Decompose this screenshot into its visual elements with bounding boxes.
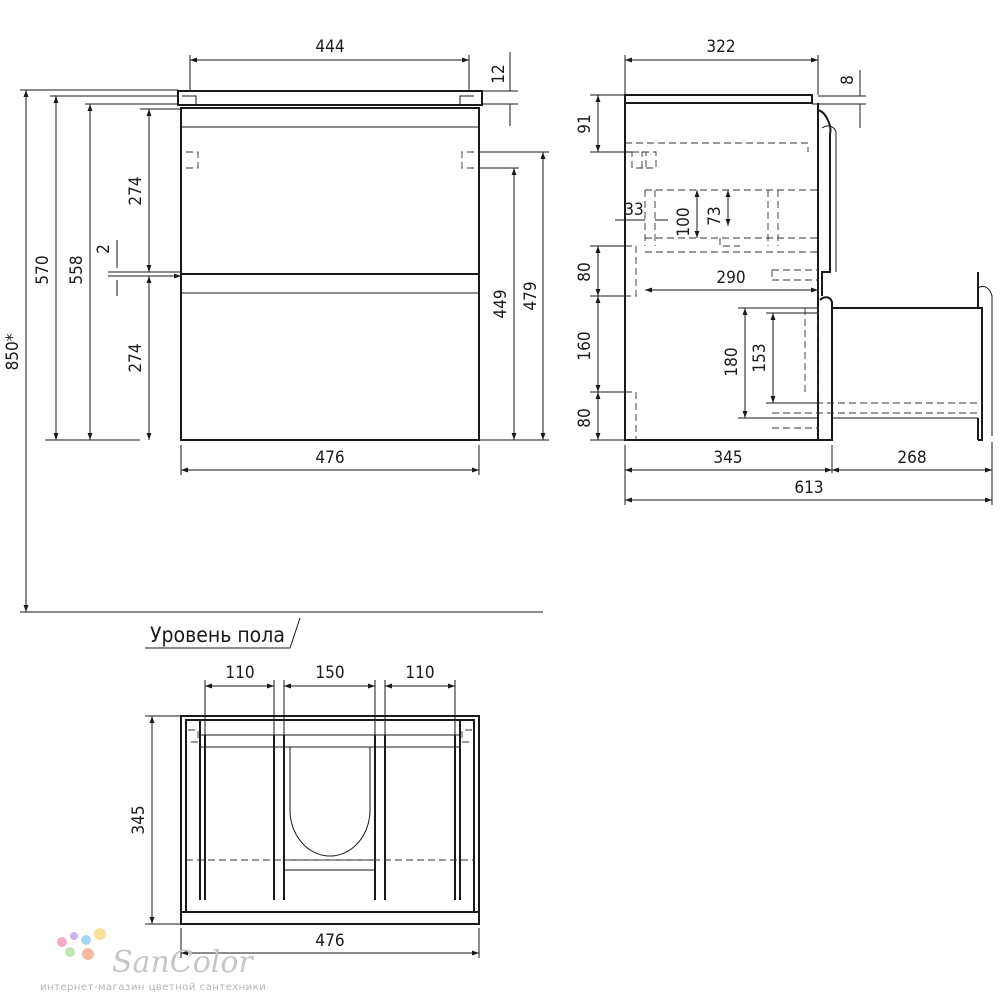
label-height-558: 558 <box>67 255 87 284</box>
label-drawer-lower-274: 274 <box>126 343 146 372</box>
plan-side-walls <box>199 720 461 900</box>
front-ext-left <box>20 89 180 441</box>
front-hanging-brackets <box>186 151 474 169</box>
label-plan-110-right: 110 <box>405 663 434 683</box>
label-153: 153 <box>750 343 770 372</box>
plan-brackets <box>188 729 472 743</box>
label-33: 33 <box>624 200 643 220</box>
label-plan-depth-345: 345 <box>129 805 149 834</box>
label-top-thickness-12: 12 <box>489 64 509 83</box>
label-80-lower: 80 <box>575 408 595 427</box>
side-dash-bracket-right <box>641 151 657 169</box>
side-upper-handle <box>821 125 837 272</box>
plan-ext-left <box>145 715 181 925</box>
front-ext-right <box>479 90 549 441</box>
side-dash-bracket-left <box>631 151 647 169</box>
label-80-upper: 80 <box>575 262 595 281</box>
logo-dots <box>57 928 106 960</box>
label-offset-8: 8 <box>838 75 858 85</box>
side-dash-verticals <box>644 190 779 246</box>
side-dash-shelf <box>645 189 818 253</box>
side-drawer-box <box>832 307 983 441</box>
label-plan-110-left: 110 <box>225 663 254 683</box>
side-ext-left <box>590 94 632 441</box>
label-drawer-out-268: 268 <box>897 448 926 468</box>
label-290: 290 <box>716 268 745 288</box>
label-plan-width-476: 476 <box>315 931 344 951</box>
side-dash-lower-verticals <box>804 308 819 396</box>
side-dash-slot <box>771 269 818 281</box>
label-drawer-upper-274: 274 <box>126 176 146 205</box>
plan-cutout-rails <box>284 859 375 871</box>
side-drawer-back-handle <box>977 285 993 436</box>
label-height-850: 850* <box>3 333 23 370</box>
logo-dot <box>82 948 94 960</box>
label-width-476-front: 476 <box>315 448 344 468</box>
side-ext-inner <box>738 307 818 419</box>
label-100: 100 <box>674 207 694 236</box>
front-countertop-notches <box>182 95 474 104</box>
front-view: 444 476 12 850* 570 558 274 274 2 449 47… <box>3 37 549 649</box>
plan-siphon-cutout <box>289 747 371 857</box>
side-dash-rail-lower <box>625 391 637 440</box>
side-dash-lower-slide <box>772 402 978 414</box>
side-view: 322 8 91 33 100 73 80 290 160 180 153 80… <box>575 37 993 505</box>
side-dash-rail-upper <box>625 245 637 297</box>
floor-leader <box>145 617 301 649</box>
label-height-479: 479 <box>521 281 541 310</box>
side-ext-offset <box>812 95 866 105</box>
logo-dot <box>57 937 67 947</box>
side-ext-top <box>624 55 819 95</box>
plan-view: 110 150 110 345 476 <box>129 663 480 958</box>
plan-ext-top <box>204 680 456 735</box>
sancolor-logo: SanColor интернет-магазин цветной сантех… <box>40 928 266 993</box>
side-upper-drawer-front <box>817 109 832 296</box>
logo-name: SanColor <box>112 945 254 980</box>
logo-dot <box>65 947 75 957</box>
label-depth-345-side: 345 <box>713 448 742 468</box>
label-width-444: 444 <box>315 37 344 57</box>
label-plan-150: 150 <box>315 663 344 683</box>
logo-tagline: интернет-магазин цветной сантехники <box>40 982 266 993</box>
label-73: 73 <box>705 206 725 225</box>
label-height-570: 570 <box>33 255 53 284</box>
side-dash-top <box>625 142 809 152</box>
side-lower-drawer-front <box>818 296 833 441</box>
logo-dot <box>94 928 106 940</box>
plan-inner <box>185 719 475 913</box>
side-countertop <box>624 94 813 104</box>
plan-back-rails <box>200 734 460 748</box>
plan-partitions <box>273 735 386 900</box>
label-160: 160 <box>575 331 595 360</box>
label-gap-2: 2 <box>94 244 114 254</box>
label-total-depth-613: 613 <box>794 478 823 498</box>
label-91: 91 <box>575 114 595 133</box>
front-countertop <box>177 90 483 106</box>
logo-dot <box>70 932 78 940</box>
side-body <box>624 103 819 441</box>
label-height-449: 449 <box>491 289 511 318</box>
side-dash-bracket <box>719 238 740 247</box>
dim-line-2 <box>108 240 181 296</box>
logo-dot <box>81 935 91 945</box>
label-depth-322: 322 <box>706 37 735 57</box>
plan-outline <box>180 715 480 925</box>
label-180: 180 <box>722 347 742 376</box>
floor-level-label: Уровень пола <box>150 623 285 647</box>
